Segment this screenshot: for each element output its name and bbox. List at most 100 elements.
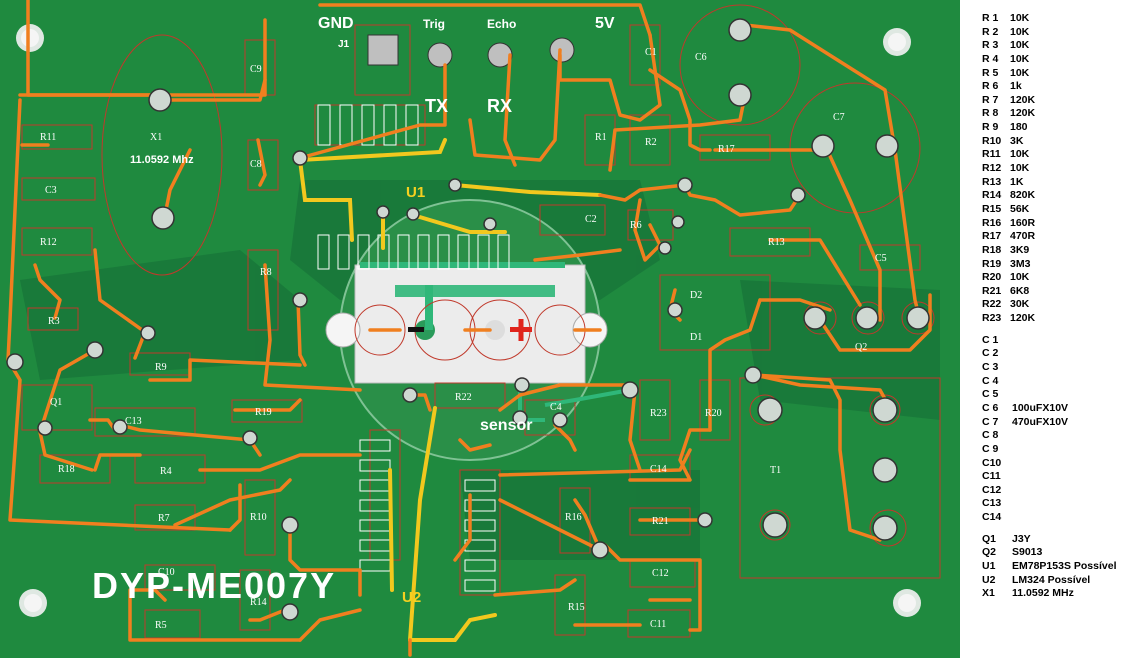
label-d2: D2 [690, 290, 702, 301]
bom-row: C 5 [982, 388, 1140, 402]
label-c2: C2 [585, 214, 597, 225]
silk-tx: TX [425, 96, 448, 116]
label-c8: C8 [250, 159, 262, 170]
bom-value: 120K [1010, 93, 1036, 106]
bom-ref: R 4 [982, 52, 999, 65]
label-c7: C7 [833, 112, 845, 123]
label-t1: T1 [770, 465, 781, 476]
bom-row: R 6 1k [982, 80, 1140, 94]
bom-row: C 3 [982, 361, 1140, 375]
bom-ref: R17 [982, 230, 1002, 243]
label-r9: R9 [155, 362, 167, 373]
bom-ref: C 9 [982, 442, 999, 455]
label-r12: R12 [40, 237, 57, 248]
label-c11: C11 [650, 619, 666, 630]
bom-value: LM324 Possível [1012, 573, 1091, 586]
bom-value: 56K [1010, 202, 1030, 215]
label-r5: R5 [155, 620, 167, 631]
label-r4: R4 [160, 466, 172, 477]
bom-ref: C 1 [982, 333, 999, 346]
bom-value: 10K [1010, 12, 1030, 24]
bom-row: C 8 [982, 429, 1140, 443]
bom-value: 100uFX10V [1012, 401, 1069, 414]
bom-ref: Q2 [982, 546, 997, 559]
bom-row: R17 470R [982, 230, 1140, 244]
bom-ref: C 5 [982, 388, 999, 401]
bom-ref: R 6 [982, 80, 999, 93]
bom-ref: Q1 [982, 532, 997, 545]
bom-value: 3M3 [1010, 257, 1031, 270]
bom-row: C11 [982, 470, 1140, 484]
label-c14: C14 [650, 464, 667, 475]
bom-value: 10K [1010, 25, 1030, 38]
silk-model: DYP-ME007Y [92, 565, 336, 606]
label-r19: R19 [255, 407, 272, 418]
label-x1: X1 [150, 132, 162, 143]
bom-row: R10 3K [982, 135, 1140, 149]
bom-row: R 1 10K [982, 12, 1140, 26]
mounting-holes [16, 24, 921, 617]
label-r18: R18 [58, 464, 75, 475]
bom-row: C10 [982, 457, 1140, 471]
label-r8: R8 [260, 267, 272, 278]
bom-ref: R 8 [982, 107, 999, 120]
bom-value: 3K [1010, 134, 1024, 147]
label-r1: R1 [595, 132, 607, 143]
label-r17: R17 [718, 144, 735, 155]
silk-5v: 5V [595, 15, 615, 32]
bom-ref: R21 [982, 284, 1002, 297]
pads [6, 18, 930, 621]
bom-ref: C 4 [982, 374, 999, 387]
u2-label: U2 [402, 589, 422, 606]
bom-row: R 5 10K [982, 67, 1140, 81]
bom-ref: R 3 [982, 39, 999, 52]
bom-ref: C10 [982, 456, 1002, 469]
label-c10: C10 [158, 567, 175, 578]
bom-row: C 6 100uFX10V [982, 402, 1140, 416]
bom-value: 11.0592 MHz [1012, 587, 1074, 600]
bom-ref: R10 [982, 134, 1002, 147]
bom-value: 10K [1010, 52, 1030, 65]
label-r2: R2 [645, 137, 657, 148]
pcb-board: GND 5V J1 Trig Echo RX TX sensor DYP-ME0… [0, 0, 960, 658]
label-r15: R15 [568, 602, 585, 613]
label-c12: C12 [652, 568, 669, 579]
crystal-frequency-label: 11.0592 Mhz [130, 154, 194, 166]
bom-ref: R 7 [982, 93, 999, 106]
label-r13: R13 [768, 237, 785, 248]
bom-ref: R 9 [982, 121, 999, 134]
bom-value: 470R [1010, 230, 1036, 243]
label-c1: C1 [645, 47, 657, 58]
bom-value: 1k [1010, 80, 1022, 93]
bom-ref: R 1 [982, 12, 999, 24]
label-q2: Q2 [855, 342, 867, 353]
bom-value: 820K [1010, 189, 1036, 202]
bom-ref: R 5 [982, 66, 999, 79]
bom-ref: C12 [982, 483, 1002, 496]
bom-ref: C 6 [982, 401, 999, 414]
bom-ref: R23 [982, 312, 1002, 325]
label-d1: D1 [690, 332, 702, 343]
bom-ref: C 8 [982, 429, 999, 442]
bom-ref: R15 [982, 202, 1002, 215]
bom-row: U2 LM324 Possível [982, 574, 1140, 588]
label-r7: R7 [158, 513, 170, 524]
bom-ref: U2 [982, 573, 996, 586]
bom-value: 10K [1010, 66, 1030, 79]
label-r23: R23 [650, 408, 667, 419]
bom-row: R15 56K [982, 203, 1140, 217]
bom-ref: R16 [982, 216, 1002, 229]
signal-traces [6, 0, 932, 657]
